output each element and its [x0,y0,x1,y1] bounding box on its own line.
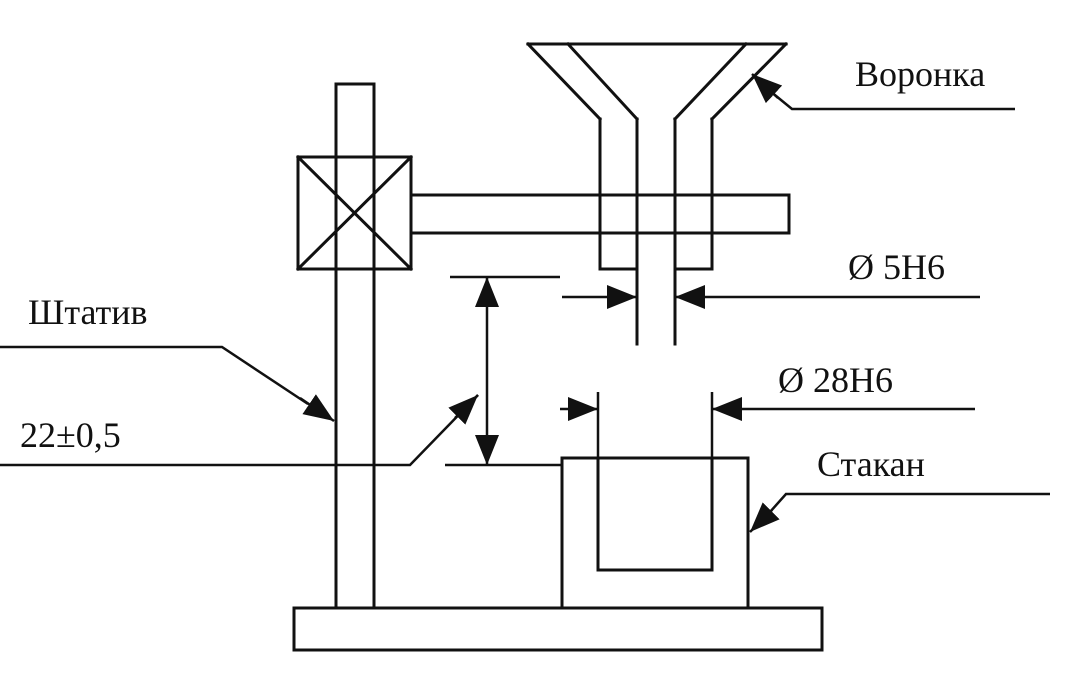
base-plate [292,606,824,652]
funnel-label: Воронка [855,54,985,94]
outlet-diameter-label: Ø 5Н6 [848,247,945,287]
height-tolerance-label: 22±0,5 [20,415,121,455]
stand-label: Штатив [28,292,148,332]
stand-rod [334,82,376,610]
funnel [525,41,789,346]
stand-leader: Штатив [0,292,335,423]
funnel-leader: Воронка [751,54,1015,111]
height-dimension: 22±0,5 [0,275,562,467]
cup-leader: Стакан [749,444,1050,533]
cup [560,392,750,610]
clamp-block [295,154,414,272]
cup-diameter-label: Ø 28Н6 [778,360,893,400]
cup-label: Стакан [817,444,925,484]
outlet-diameter-dimension: Ø 5Н6 [562,247,980,309]
cup-diameter-dimension: Ø 28Н6 [560,360,975,421]
